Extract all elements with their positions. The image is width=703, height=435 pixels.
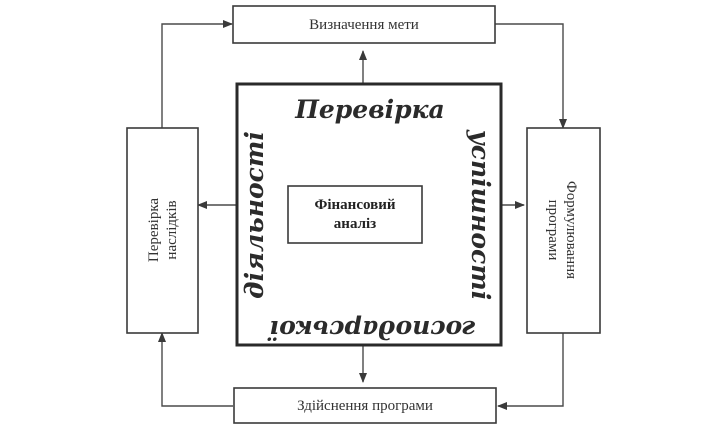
arrow-bottom-to-left <box>158 332 233 407</box>
label-program-execution: Здійснення програми <box>297 398 433 414</box>
box-goal-definition <box>232 5 496 44</box>
label-program-formulation-2: програми <box>545 200 561 261</box>
label-results-check-2: наслідків <box>164 200 180 259</box>
arrow-right-to-bottom <box>497 333 564 410</box>
label-results-check-1: Перевірка <box>146 198 162 262</box>
arrow-left-to-top <box>161 20 233 128</box>
box-financial-analysis <box>287 185 423 244</box>
box-program-execution <box>233 387 497 424</box>
frame-word-top: Перевірка <box>294 95 444 124</box>
box-program-formulation <box>526 127 601 334</box>
arrow-top-to-right <box>495 23 567 129</box>
frame-word-left: діяльності <box>240 131 269 299</box>
label-financial-analysis-2: аналіз <box>334 216 376 232</box>
box-results-check <box>126 127 199 334</box>
label-goal-definition: Визначення мети <box>309 17 419 33</box>
frame-word-bottom: господарської <box>267 315 476 344</box>
frame-word-right: успішності <box>466 129 495 300</box>
label-financial-analysis-1: Фінансовий <box>314 197 395 213</box>
label-program-formulation-1: Формулювання <box>563 181 579 279</box>
